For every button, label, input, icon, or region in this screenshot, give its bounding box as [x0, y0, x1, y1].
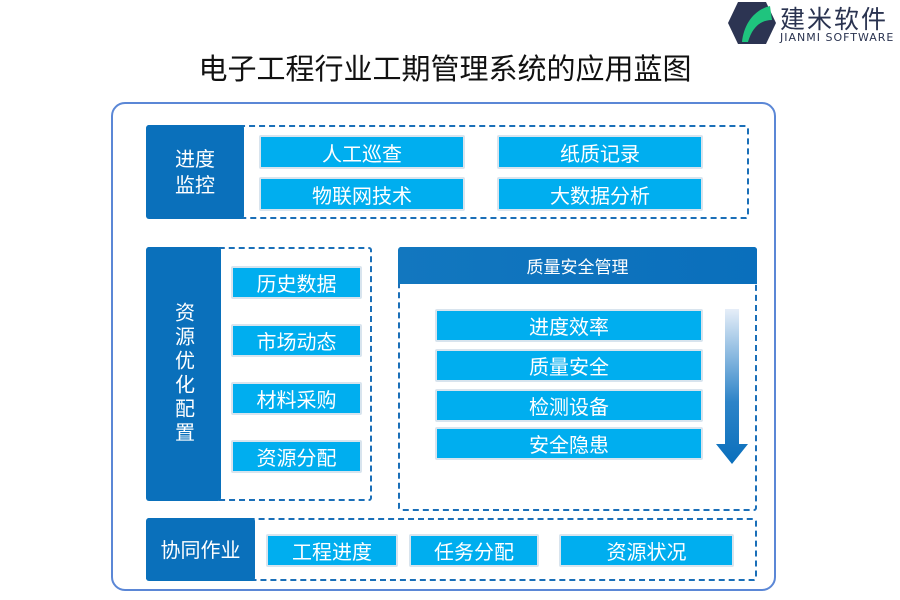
item-inspection-equipment: 检测设备 [435, 389, 703, 422]
page-title: 电子工程行业工期管理系统的应用蓝图 [198, 52, 692, 86]
item-resource-allocation: 资源分配 [231, 440, 362, 473]
item-task-allocation: 任务分配 [409, 534, 539, 567]
logo-subtitle: JIANMI SOFTWARE [780, 31, 895, 44]
item-project-progress: 工程进度 [266, 534, 398, 567]
item-progress-efficiency: 进度效率 [435, 309, 703, 342]
item-market: 市场动态 [231, 324, 362, 357]
item-paper-records: 纸质记录 [497, 135, 703, 169]
item-iot: 物联网技术 [259, 177, 465, 211]
logo [726, 2, 776, 44]
item-procurement: 材料采购 [231, 382, 362, 415]
resource-optimization-label: 资源优化配置 [146, 247, 221, 501]
item-safety-hazards: 安全隐患 [435, 427, 703, 460]
item-quality-safety: 质量安全 [435, 349, 703, 382]
quality-safety-header: 质量安全管理 [398, 247, 757, 284]
item-history-data: 历史数据 [231, 266, 362, 299]
logo-icon [728, 2, 776, 44]
item-big-data: 大数据分析 [497, 177, 703, 211]
collaboration-label: 协同作业 [146, 518, 255, 581]
down-arrow-icon [715, 309, 749, 465]
item-manual-inspection: 人工巡查 [259, 135, 465, 169]
logo-name: 建米软件 [780, 5, 889, 34]
diagram-frame [111, 102, 776, 591]
item-resource-status: 资源状况 [559, 534, 734, 567]
progress-monitoring-label: 进度 监控 [146, 125, 244, 219]
